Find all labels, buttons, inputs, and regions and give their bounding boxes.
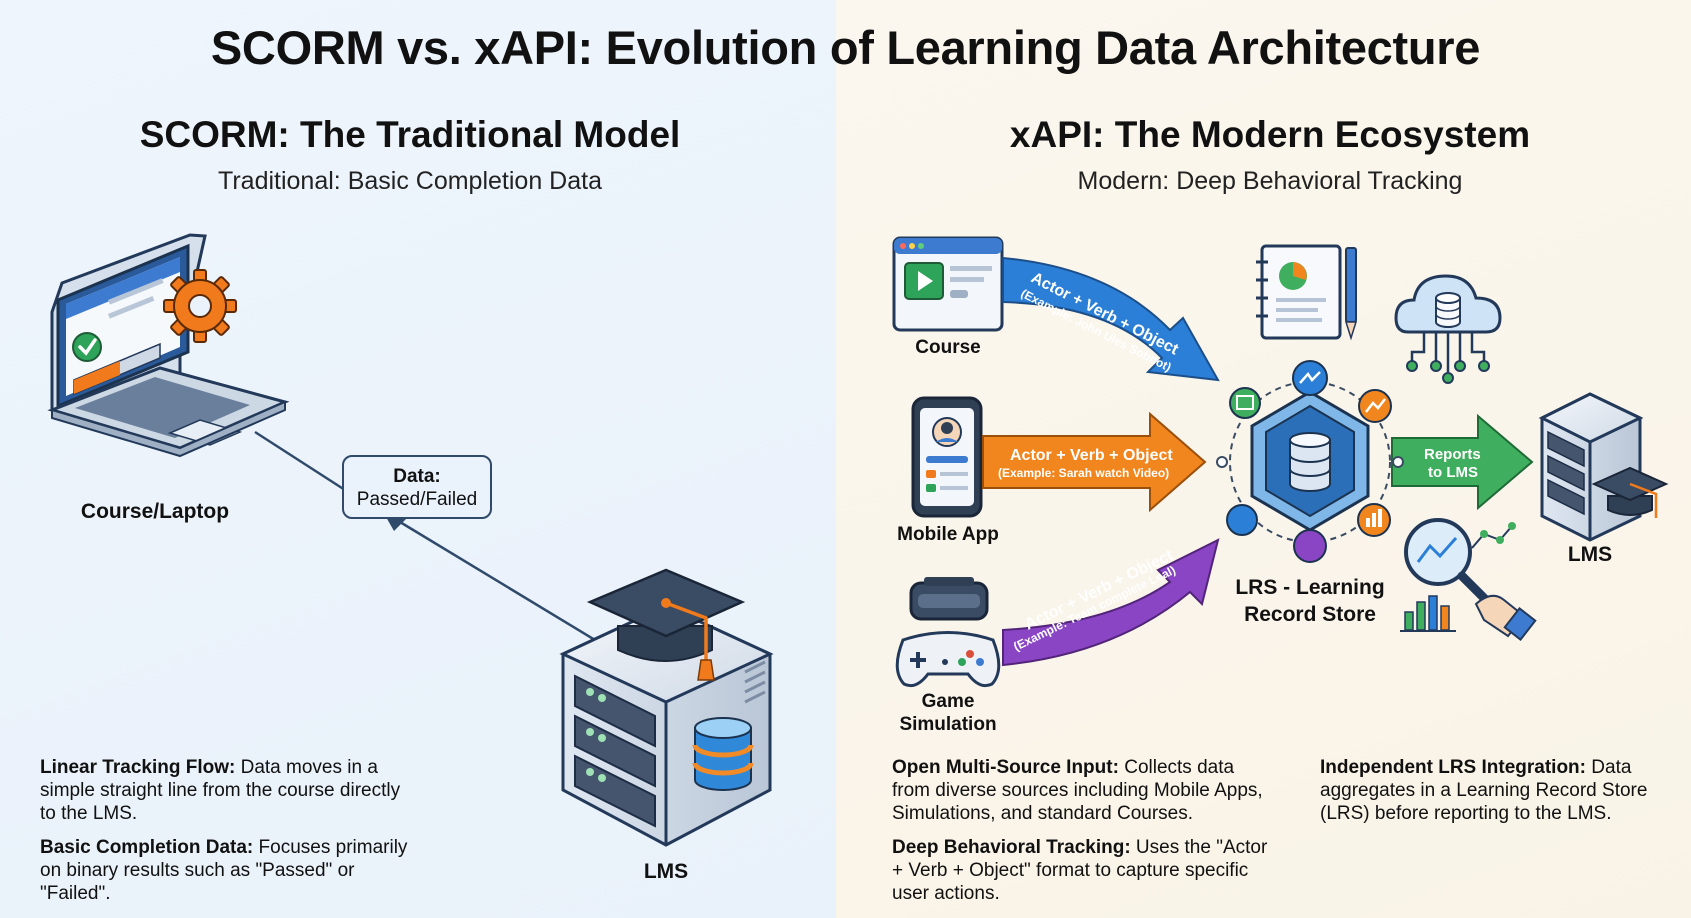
note-body: Data moves in a simple straight line fro…	[40, 757, 401, 824]
arrow-game-to-lrs	[1002, 538, 1220, 667]
database-icon	[692, 717, 754, 791]
scorm-flow-line	[254, 430, 596, 642]
arrow-mobile-example-text: (Example: Sarah watch Video)	[998, 466, 1169, 480]
xapi-subtitle: Modern: Deep Behavioral Tracking	[1077, 167, 1463, 195]
arrow-course-to-lrs	[1002, 256, 1220, 382]
game-label-line2: Simulation	[899, 714, 997, 735]
note-body: Collects data from diverse sources inclu…	[892, 757, 1263, 824]
xapi-title: xAPI: The Modern Ecosystem	[1009, 114, 1531, 155]
xapi-note-behavioral: Deep Behavioral Tracking: Uses the "Acto…	[892, 836, 1272, 905]
phone-icon	[911, 396, 983, 518]
report-icon	[1256, 244, 1358, 341]
xapi-note-lrs: Independent LRS Integration: Data aggreg…	[1320, 756, 1650, 825]
scorm-note-basic: Basic Completion Data: Focuses primarily…	[40, 836, 430, 905]
gear-icon	[163, 269, 237, 343]
scorm-subtitle: Traditional: Basic Completion Data	[218, 167, 602, 195]
scorm-title: SCORM: The Traditional Model	[139, 114, 681, 155]
callout-value: Passed/Failed	[356, 489, 478, 510]
arrow-lrs-to-lms	[1391, 413, 1534, 511]
callout-title: Data:	[393, 466, 441, 487]
note-body: Uses the "Actor + Verb + Object" format …	[892, 837, 1268, 904]
course-laptop-label: Course/Laptop	[80, 500, 230, 523]
xapi-lms-label: LMS	[1567, 543, 1613, 566]
arrow-mobile-to-lrs	[982, 411, 1207, 513]
note-body: Focuses primarily on binary results such…	[40, 837, 408, 904]
note-head: Linear Tracking Flow:	[40, 757, 236, 778]
note-head: Independent LRS Integration:	[1320, 757, 1586, 778]
vr-headset-icon	[909, 577, 989, 621]
lrs-label-line2: Record Store	[1244, 603, 1376, 626]
data-callout: Data: Passed/Failed	[342, 455, 492, 531]
note-head: Deep Behavioral Tracking:	[892, 837, 1131, 858]
note-head: Open Multi-Source Input:	[892, 757, 1119, 778]
magnifier-chart-icon	[1400, 518, 1537, 642]
game-label-line1: Game	[921, 691, 975, 712]
gamepad-icon	[895, 631, 1001, 688]
reports-line2-text: to LMS	[1428, 464, 1478, 481]
course-label: Course	[915, 337, 981, 358]
lms-server-icon	[1538, 392, 1644, 542]
game-simulation-label: Game Simulation	[878, 690, 1018, 736]
cloud-database-icon	[1394, 274, 1502, 384]
laptop-icon	[47, 233, 290, 458]
scorm-note-linear: Linear Tracking Flow: Data moves in a si…	[40, 756, 420, 825]
lrs-label: LRS - Learning Record Store	[1210, 574, 1410, 628]
mobile-app-label: Mobile App	[897, 524, 999, 545]
xapi-note-multisource: Open Multi-Source Input: Collects data f…	[892, 756, 1272, 825]
lms-cap-icon	[1591, 466, 1669, 518]
lrs-label-line1: LRS - Learning	[1235, 576, 1385, 599]
lrs-hub	[1216, 360, 1404, 563]
graduation-cap-icon	[586, 568, 746, 681]
main-title: SCORM vs. xAPI: Evolution of Learning Da…	[210, 21, 1481, 74]
note-head: Basic Completion Data:	[40, 837, 254, 858]
reports-line1-text: Reports	[1424, 446, 1481, 463]
note-body: Data aggregates in a Learning Record Sto…	[1320, 757, 1648, 824]
scorm-lms-label: LMS	[643, 860, 689, 883]
arrow-mobile-main-text: Actor + Verb + Object	[1010, 447, 1173, 464]
video-player-icon	[892, 236, 1004, 332]
